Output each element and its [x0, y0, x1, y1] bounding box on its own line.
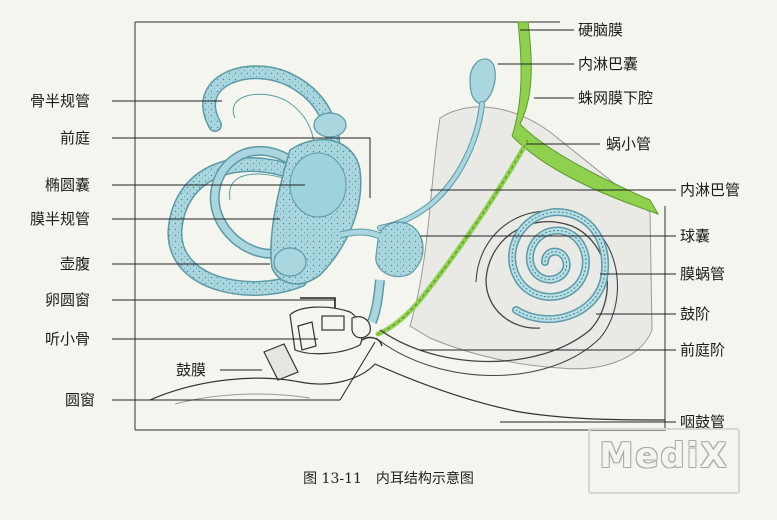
scala-tympani-wall [375, 210, 618, 376]
label-endolymphatic-duct: 内淋巴管 [680, 181, 741, 199]
label-round-window: 圆窗 [65, 391, 96, 409]
label-subarachnoid-space: 蛛网膜下腔 [578, 89, 654, 107]
label-dura-mater: 硬脑膜 [578, 21, 624, 39]
leader-lines [112, 29, 676, 423]
watermark-frame [588, 428, 740, 494]
label-vestibule: 前庭 [60, 129, 91, 147]
endolymphatic-sac [469, 58, 496, 105]
label-scala-tympani: 鼓阶 [680, 305, 711, 323]
dura-mater-band [511, 21, 660, 215]
label-endolymphatic-sac: 内淋巴囊 [578, 55, 639, 73]
cochlear-spiral [508, 207, 610, 324]
label-ossicles: 听小骨 [45, 330, 91, 348]
round-window [361, 336, 383, 347]
diagram-frame [134, 21, 666, 431]
label-oval-window: 卵圆窗 [45, 291, 91, 309]
label-membranous-semicircular-canal: 膜半规管 [30, 210, 91, 228]
incus [351, 316, 371, 339]
figure-caption: 图 13-11 内耳结构示意图 [303, 471, 474, 487]
label-eustachian-tube: 咽鼓管 [680, 413, 726, 431]
stapes [321, 315, 345, 331]
label-bony-semicircular-canal: 骨半规管 [30, 92, 91, 110]
watermark-logo: MediX [599, 436, 729, 476]
label-utricle: 椭圆囊 [45, 176, 91, 194]
scala-vestibuli-wall [379, 221, 608, 363]
oval-window [300, 297, 336, 310]
label-scala-vestibuli: 前庭阶 [680, 341, 726, 359]
eustachian-tube-floor [149, 363, 666, 421]
label-cochlear-duct: 膜蜗管 [680, 265, 726, 283]
ampulla [273, 247, 307, 277]
label-tympanic-membrane: 鼓膜 [176, 361, 207, 379]
label-cochlear-aqueduct: 蜗小管 [606, 135, 652, 153]
label-saccule: 球囊 [680, 227, 711, 245]
label-ampulla: 壶腹 [60, 255, 91, 273]
tympanic-membrane [263, 343, 299, 381]
malleus [297, 321, 317, 351]
